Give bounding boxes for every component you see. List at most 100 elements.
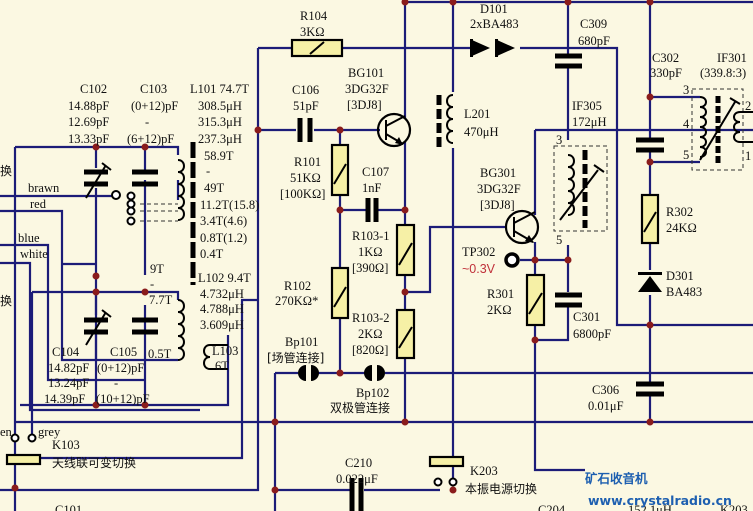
component-label: 1	[745, 149, 751, 163]
capacitor-c105: C105 (0+12)pF-(10+12)pF	[96, 317, 158, 406]
component-label: 换	[0, 294, 12, 308]
component-label: 14.39pF	[44, 392, 85, 406]
component-label: R104	[300, 9, 328, 23]
component-label: Bp102	[356, 386, 389, 400]
component-label: 49T	[204, 181, 225, 195]
component-label: red	[30, 197, 47, 211]
component-label: C210	[345, 456, 372, 470]
coil-l102: 9T- 7.7T0.5T L102 9.4T 4.732μH4.788μH3.6…	[148, 262, 251, 361]
component-label: 3.4T(4.6)	[200, 214, 247, 228]
component-label: 2KΩ	[487, 303, 512, 317]
component-label: 3KΩ	[300, 25, 325, 39]
component-label: brawn	[28, 181, 60, 195]
component-label: blue	[18, 231, 40, 245]
component-label: 14.82pF	[48, 361, 89, 375]
component-label: 9T	[150, 262, 164, 276]
component-label: 330pF	[650, 66, 682, 80]
component-label: L103	[212, 344, 238, 358]
coil-l201: L201 470μH	[436, 94, 498, 150]
component-label: K203	[470, 464, 498, 478]
junctions	[11, 0, 654, 494]
component-label: 矿石收音机	[585, 471, 648, 486]
component-label: C309	[580, 17, 607, 31]
component-label: 1nF	[362, 181, 382, 195]
component-label: R102	[284, 279, 311, 293]
component-label: 双极管连接	[330, 400, 390, 415]
watermark-logo: 矿石收音机 www.crystalradio.cn	[585, 471, 732, 508]
component-label: 470μH	[464, 125, 498, 139]
component-label: L101 74.7T	[190, 82, 249, 96]
component-label: 680pF	[578, 34, 610, 48]
test-point-tp302: TP302~0.3V	[462, 245, 520, 276]
component-label: L201	[464, 107, 490, 121]
component-label: C103	[140, 82, 167, 96]
component-label: -	[206, 164, 210, 178]
component-label: Bp101	[285, 335, 318, 349]
component-label: 6800pF	[573, 327, 611, 341]
component-label: -	[145, 115, 149, 129]
component-label: R103-2	[352, 311, 390, 325]
component-label: grey	[38, 425, 61, 439]
component-label: 237.3μH	[198, 132, 242, 146]
component-label: 152.1μH	[628, 503, 672, 511]
component-label: C104	[52, 345, 80, 359]
capacitor-c301: C301 6800pF	[555, 292, 611, 341]
component-label: C306	[592, 383, 619, 397]
component-label: 4	[683, 117, 690, 131]
component-label: (6+12)pF	[127, 132, 174, 146]
component-label: 3DG32F	[345, 82, 389, 96]
component-label: [820Ω]	[352, 343, 388, 357]
component-label: 13.24pF	[48, 376, 89, 390]
component-label: www.crystalradio.cn	[588, 493, 732, 508]
component-label: 172μH	[572, 115, 606, 129]
component-label: 2KΩ	[358, 327, 383, 341]
component-label: 3	[556, 133, 562, 147]
component-label: [390Ω]	[352, 261, 388, 275]
component-label: R101	[294, 155, 321, 169]
component-label: 3	[683, 83, 689, 97]
component-label: 0.5T	[148, 347, 172, 361]
capacitor-c309: C309 680pF	[555, 17, 610, 69]
component-label: 58.9T	[204, 149, 234, 163]
component-label: (339.8:3)	[700, 66, 746, 80]
component-label: (10+12)pF	[96, 392, 150, 406]
resistor-r104: R104 3KΩ	[290, 9, 344, 58]
component-label: 2	[745, 99, 751, 113]
component-label: 12.69pF	[68, 115, 109, 129]
component-label: K203	[720, 503, 748, 511]
component-label: en	[0, 425, 13, 439]
component-label: L102 9.4T	[198, 271, 251, 285]
component-label: 3DG32F	[477, 182, 521, 196]
component-label: 308.5μH	[198, 99, 242, 113]
component-label: BG101	[348, 66, 384, 80]
component-label: 1KΩ	[358, 245, 383, 259]
component-label: K103	[52, 438, 80, 452]
component-label: BG301	[480, 166, 516, 180]
component-label: 51pF	[293, 99, 319, 113]
capacitor-c106: C106 51pF	[292, 83, 319, 142]
component-label: C301	[573, 310, 600, 324]
component-label: TP302	[462, 245, 495, 259]
component-label: C102	[80, 82, 107, 96]
component-label: 0.4T	[200, 247, 224, 261]
component-label: 270KΩ*	[275, 294, 318, 308]
component-label: C106	[292, 83, 319, 97]
